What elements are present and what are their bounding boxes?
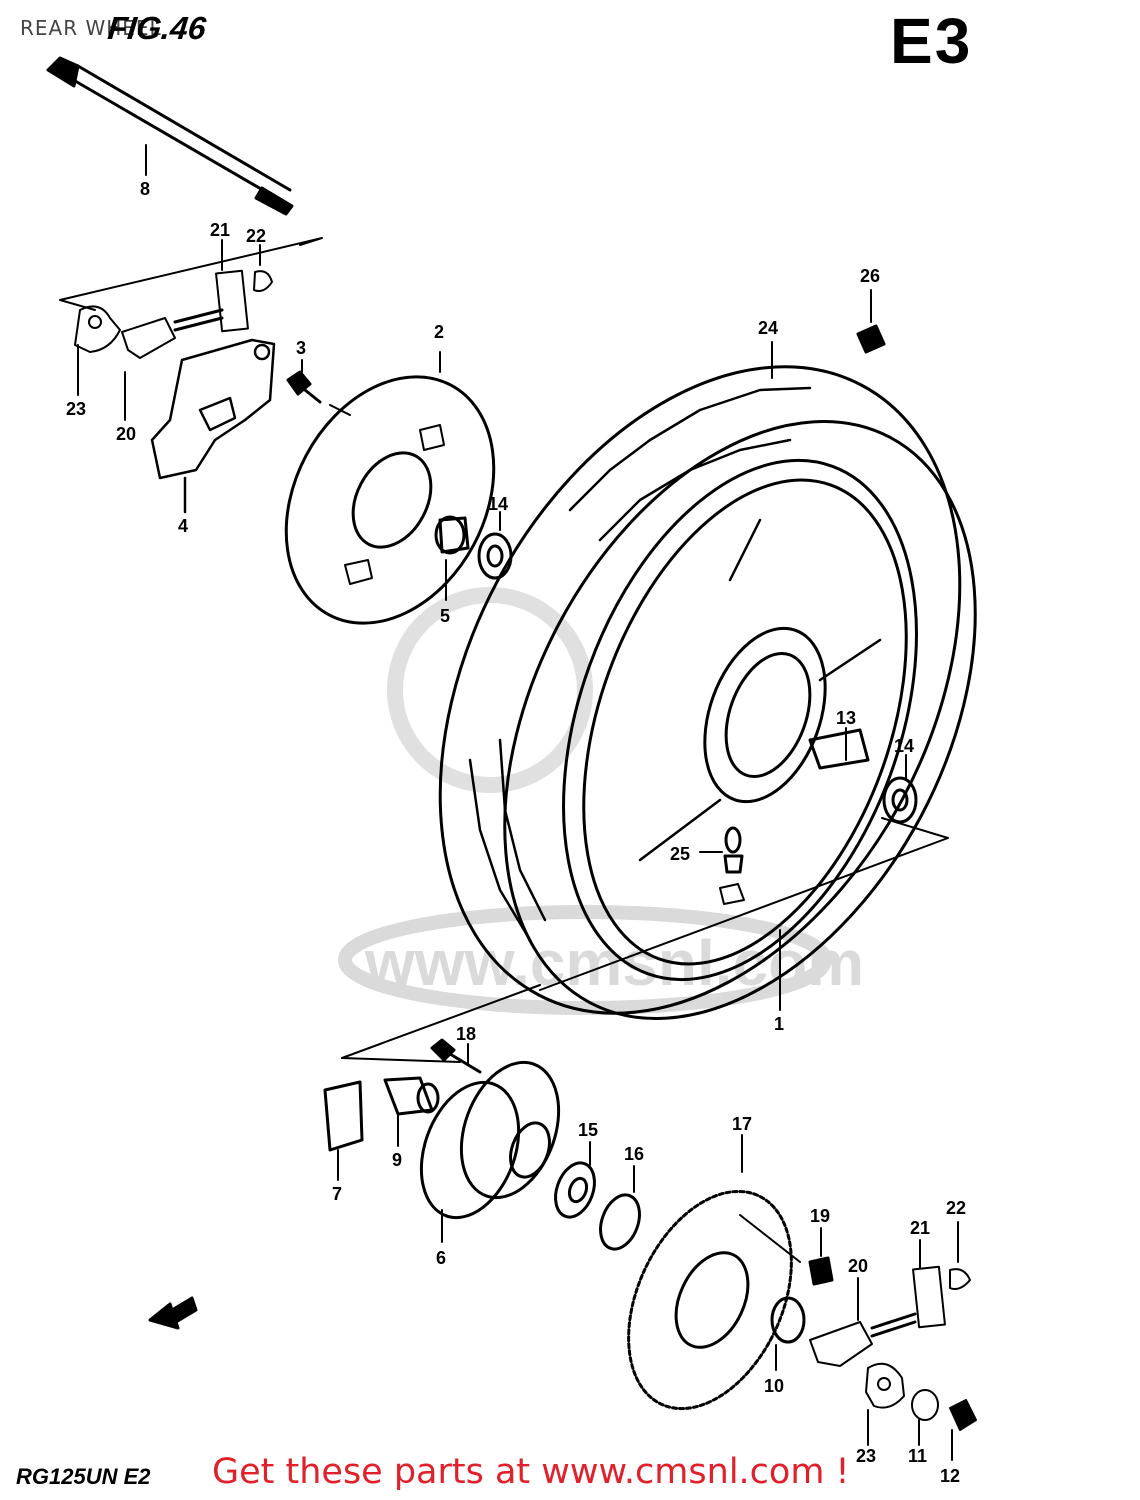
callout-16: 16 (624, 1144, 644, 1164)
callout-22-right: 22 (946, 1198, 966, 1218)
promo-banner: Get these parts at www.cmsnl.com ! (212, 1452, 850, 1492)
callout-5: 5 (440, 606, 450, 626)
model-code: RG125UN E2 (16, 1464, 151, 1489)
callout-numbers: 8 21 22 23 20 4 3 2 14 5 24 26 13 14 25 … (66, 179, 966, 1486)
callout-23-left: 23 (66, 399, 86, 419)
callout-14-right: 14 (894, 736, 914, 756)
right-adjuster-group (809, 1221, 977, 1461)
spacer-part-10 (770, 1296, 806, 1371)
callout-22-left: 22 (246, 226, 266, 246)
callout-7: 7 (332, 1184, 342, 1204)
collar-part-9 (383, 1076, 440, 1147)
figure-number: FIG.46 (106, 10, 208, 46)
callout-15: 15 (578, 1120, 598, 1140)
nut-part-19 (808, 1227, 834, 1286)
bearing-part-15 (554, 1141, 596, 1219)
callout-1: 1 (774, 1014, 784, 1034)
spacer-part-5 (434, 515, 470, 601)
callout-12: 12 (940, 1466, 960, 1486)
callout-9: 9 (392, 1150, 402, 1170)
left-adjuster-group (59, 237, 323, 421)
callout-6: 6 (436, 1248, 446, 1268)
callout-8: 8 (140, 179, 150, 199)
bolt-part-18 (430, 1038, 482, 1074)
callout-14-left: 14 (488, 494, 508, 514)
tire-part-24 (438, 341, 977, 1020)
sprocket-hub-part-6 (419, 1060, 561, 1243)
retainer-part-7 (323, 1080, 364, 1181)
callout-13: 13 (836, 708, 856, 728)
callout-20-left: 20 (116, 424, 136, 444)
callout-21-left: 21 (210, 220, 230, 240)
rear-sprocket-part-17 (627, 1134, 801, 1411)
callout-20-right: 20 (848, 1256, 868, 1276)
bearing-part-14-right (882, 754, 918, 824)
callout-10: 10 (764, 1376, 784, 1396)
callout-18: 18 (456, 1024, 476, 1044)
nut-part-26 (856, 289, 886, 354)
brake-disc-part-2 (284, 351, 496, 625)
callout-3: 3 (296, 338, 306, 358)
rim-part-1 (562, 458, 918, 1011)
seal-part-16 (599, 1165, 641, 1251)
axle-part-8 (46, 56, 294, 216)
caliper-bracket-part-4 (150, 338, 276, 514)
callout-21-right: 21 (910, 1218, 930, 1238)
callout-25: 25 (670, 844, 690, 864)
region-code: E3 (890, 5, 973, 77)
callout-19: 19 (810, 1206, 830, 1226)
callout-11: 11 (908, 1446, 927, 1466)
callout-4: 4 (178, 516, 188, 536)
bolt-part-3 (286, 359, 322, 404)
callout-26: 26 (860, 266, 880, 286)
diagram-title: REAR WHEEL (20, 16, 162, 40)
callout-17: 17 (732, 1114, 752, 1134)
valve-part-25 (699, 826, 745, 905)
callout-23-right: 23 (856, 1446, 876, 1466)
spacer-part-13 (808, 727, 870, 770)
callout-2: 2 (434, 322, 444, 342)
watermark: www.cmsnl.com (338, 587, 864, 1015)
callout-24: 24 (758, 318, 778, 338)
front-arrow-icon (148, 1296, 198, 1330)
